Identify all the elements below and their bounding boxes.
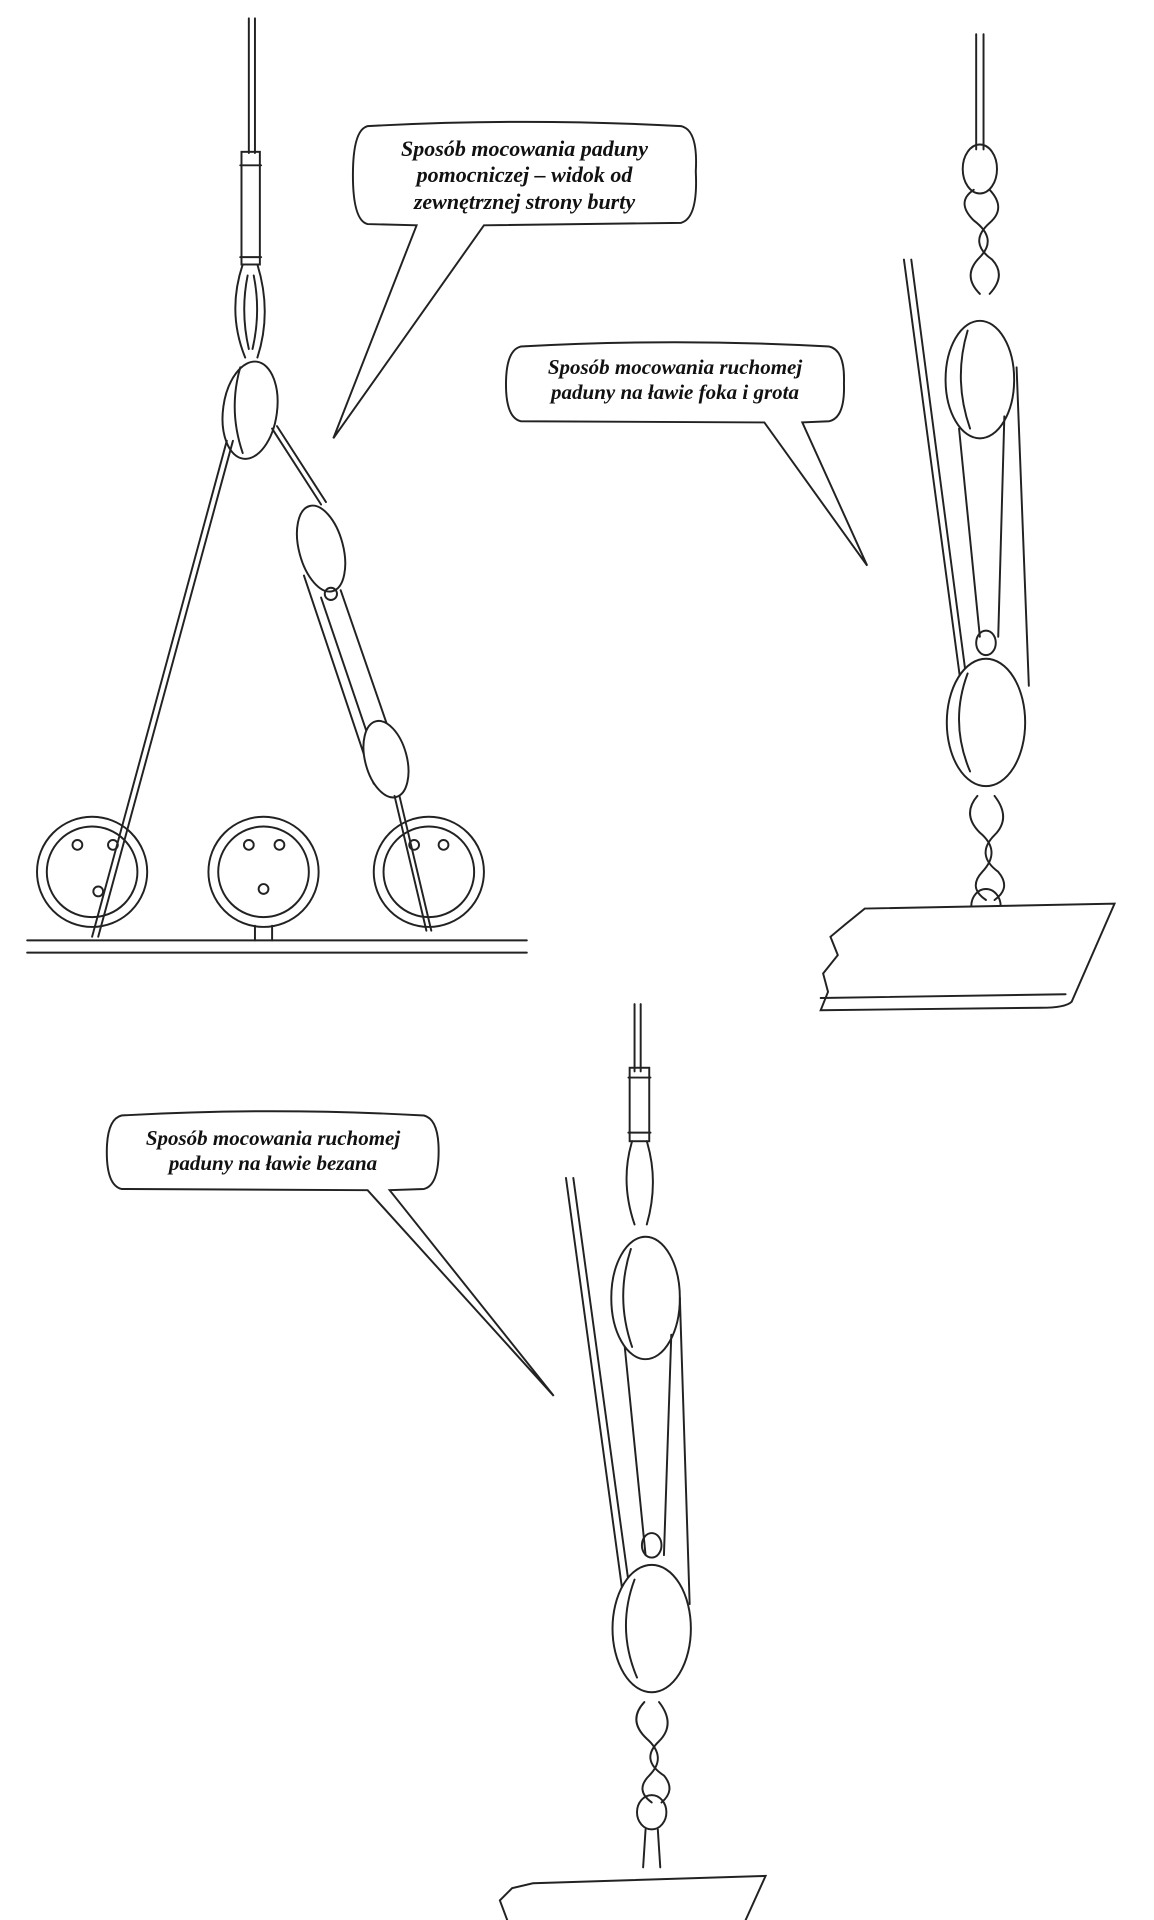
- callout-line: paduny na ławie bezana: [168, 1151, 378, 1176]
- callout-line: pomocniczej – widok od: [416, 162, 633, 188]
- callout-bubble-3: [105, 1110, 555, 1397]
- callout-bubble-1: [332, 120, 698, 439]
- callout-line: zewnętrznej strony burty: [413, 188, 636, 214]
- callout-line: Sposób mocowania ruchomej: [547, 355, 803, 379]
- callout-bubble-2: [504, 341, 869, 567]
- auxiliary-backstay-drawing: [26, 17, 528, 954]
- callout-line: Sposób mocowania ruchomej: [145, 1126, 401, 1150]
- callout-line: Sposób mocowania paduny: [401, 136, 648, 161]
- running-backstay-mizzen-drawing: [498, 1003, 768, 1920]
- callout-mizzen-backstay: Sposób mocowania ruchomej paduny na ławi…: [107, 1126, 439, 1176]
- callout-auxiliary-backstay: Sposób mocowania paduny pomocniczej – wi…: [353, 136, 696, 215]
- callout-line: paduny na ławie foka i grota: [551, 380, 799, 405]
- running-backstay-fore-main-drawing: [819, 33, 1117, 1012]
- callout-fore-main-backstay: Sposób mocowania ruchomej paduny na ławi…: [506, 355, 844, 405]
